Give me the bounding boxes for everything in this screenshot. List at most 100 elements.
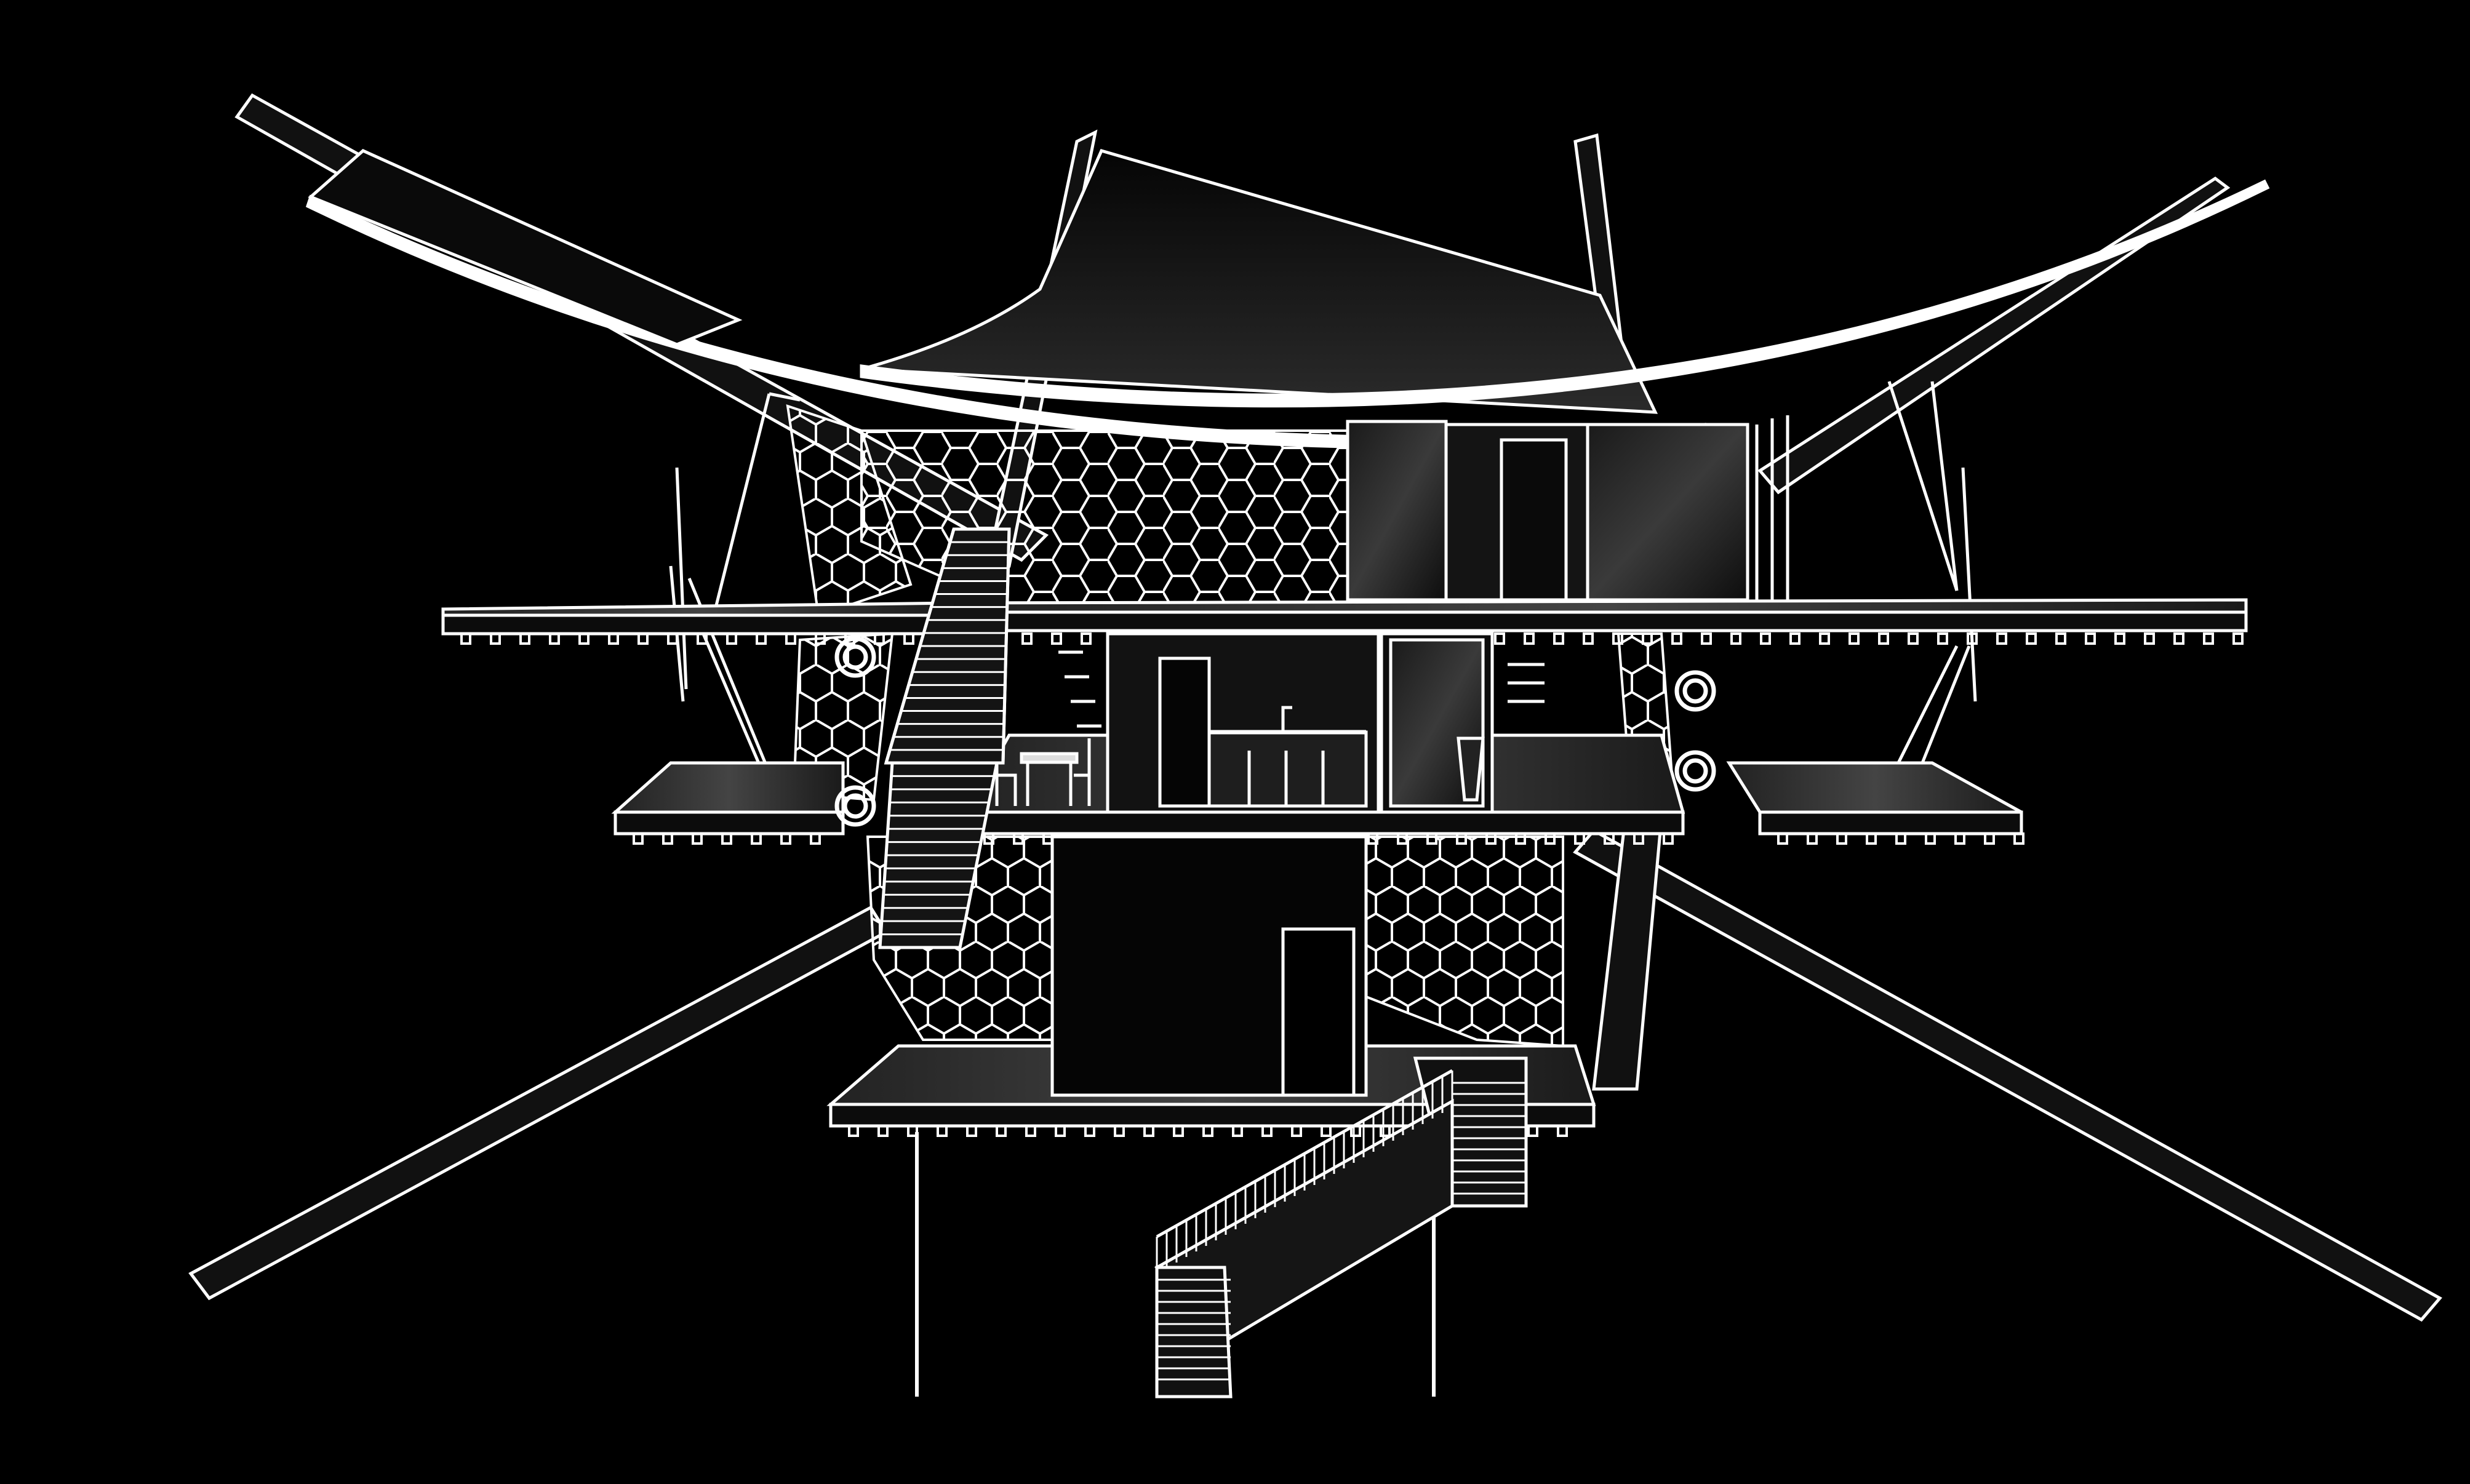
joist	[810, 832, 821, 845]
joist	[1612, 632, 1623, 645]
joist	[1202, 1125, 1213, 1137]
joist	[667, 632, 678, 645]
lattice-upper-center	[860, 429, 1355, 610]
deck-mid-center-edge	[964, 810, 1685, 836]
joist	[1494, 632, 1505, 645]
ring-connectors	[834, 636, 1716, 827]
brace-left-x-upper	[687, 392, 801, 788]
joist	[697, 632, 708, 645]
joist	[519, 632, 530, 645]
joist	[1642, 632, 1653, 645]
joist	[1819, 632, 1830, 645]
joist	[1114, 1125, 1125, 1137]
joist	[2026, 632, 2037, 645]
joist	[1485, 832, 1497, 845]
joist	[1925, 832, 1936, 845]
joist	[1456, 832, 1467, 845]
upper-cabin	[1346, 415, 1789, 603]
deck-top-edge-left	[441, 613, 962, 636]
pole-lower-right	[1573, 828, 2442, 1322]
joist	[780, 832, 791, 845]
joist	[877, 1125, 889, 1137]
joist	[608, 632, 619, 645]
joist	[1397, 832, 1408, 845]
joist	[756, 632, 767, 645]
internal-stair-treads	[880, 528, 1009, 949]
hex-lattice-screens	[786, 404, 1676, 1048]
joist	[1937, 632, 1948, 645]
kitchen-faucet	[1281, 706, 1292, 732]
joist	[1321, 1125, 1332, 1137]
joist	[633, 832, 644, 845]
joist	[1515, 832, 1526, 845]
deck-mid-right-surface	[1726, 761, 2023, 814]
dining-table	[1020, 752, 1079, 764]
joist	[1777, 832, 1788, 845]
joist	[1633, 832, 1644, 845]
upper-cabin-glass-right	[1586, 423, 1749, 602]
joist	[1426, 832, 1437, 845]
pole-lower-left	[188, 905, 889, 1301]
joist	[1013, 832, 1024, 845]
joist	[1730, 632, 1741, 645]
joist	[1143, 1125, 1154, 1137]
joist	[637, 632, 649, 645]
kitchen-stepped-edge	[1058, 650, 1101, 728]
ground-cabin-door	[1281, 927, 1356, 1097]
joist	[1545, 832, 1556, 845]
ring-connector-3	[1674, 670, 1716, 712]
roof-fin-left	[308, 149, 743, 346]
joist	[1553, 632, 1564, 645]
towel-rack	[1508, 663, 1545, 703]
joist	[1663, 832, 1674, 845]
joist	[1954, 832, 1965, 845]
joist	[2114, 632, 2125, 645]
joist	[726, 632, 737, 645]
lattice-lower-right	[1365, 836, 1564, 1048]
ring-connector-4-inner	[1682, 758, 1708, 784]
joist	[1807, 832, 1818, 845]
brace-left-post	[669, 467, 688, 702]
ring-connector-2-inner	[842, 793, 868, 819]
upper-cabin-glass-left	[1346, 420, 1448, 602]
ring-connector-2	[834, 785, 876, 827]
joist	[1908, 632, 1919, 645]
joist	[1055, 1125, 1066, 1137]
lattice-upper-left	[786, 404, 913, 617]
joist	[1878, 632, 1889, 645]
joist	[2055, 632, 2066, 645]
joist	[1895, 832, 1906, 845]
joist	[460, 632, 471, 645]
roof-assembly	[305, 148, 2270, 449]
joist	[1025, 1125, 1036, 1137]
joist	[1557, 1125, 1568, 1137]
joist	[2203, 632, 2214, 645]
roof-sail	[861, 148, 1658, 414]
joist	[1583, 632, 1594, 645]
brace-right-x	[1887, 381, 1971, 770]
joist	[721, 832, 732, 845]
joist	[1367, 832, 1378, 845]
ground-cabin	[1050, 835, 1368, 1097]
upper-cabin-door	[1500, 438, 1568, 602]
joist	[1574, 832, 1585, 845]
joist	[1081, 632, 1092, 645]
brace-right-post	[1961, 467, 1977, 702]
joist	[1671, 632, 1682, 645]
kitchen-cabin	[995, 632, 1545, 814]
bracing	[669, 381, 1977, 788]
joist	[937, 1125, 948, 1137]
joist	[1604, 832, 1615, 845]
joist	[903, 632, 914, 645]
joist	[1984, 832, 1995, 845]
fridge	[1158, 656, 1211, 808]
joist	[1232, 1125, 1243, 1137]
joist	[966, 1125, 977, 1137]
joist	[578, 632, 590, 645]
joist	[692, 832, 703, 845]
joist	[1789, 632, 1801, 645]
deck-mid-right-edge	[1758, 810, 2023, 836]
joist	[1021, 632, 1033, 645]
joist	[2232, 632, 2244, 645]
